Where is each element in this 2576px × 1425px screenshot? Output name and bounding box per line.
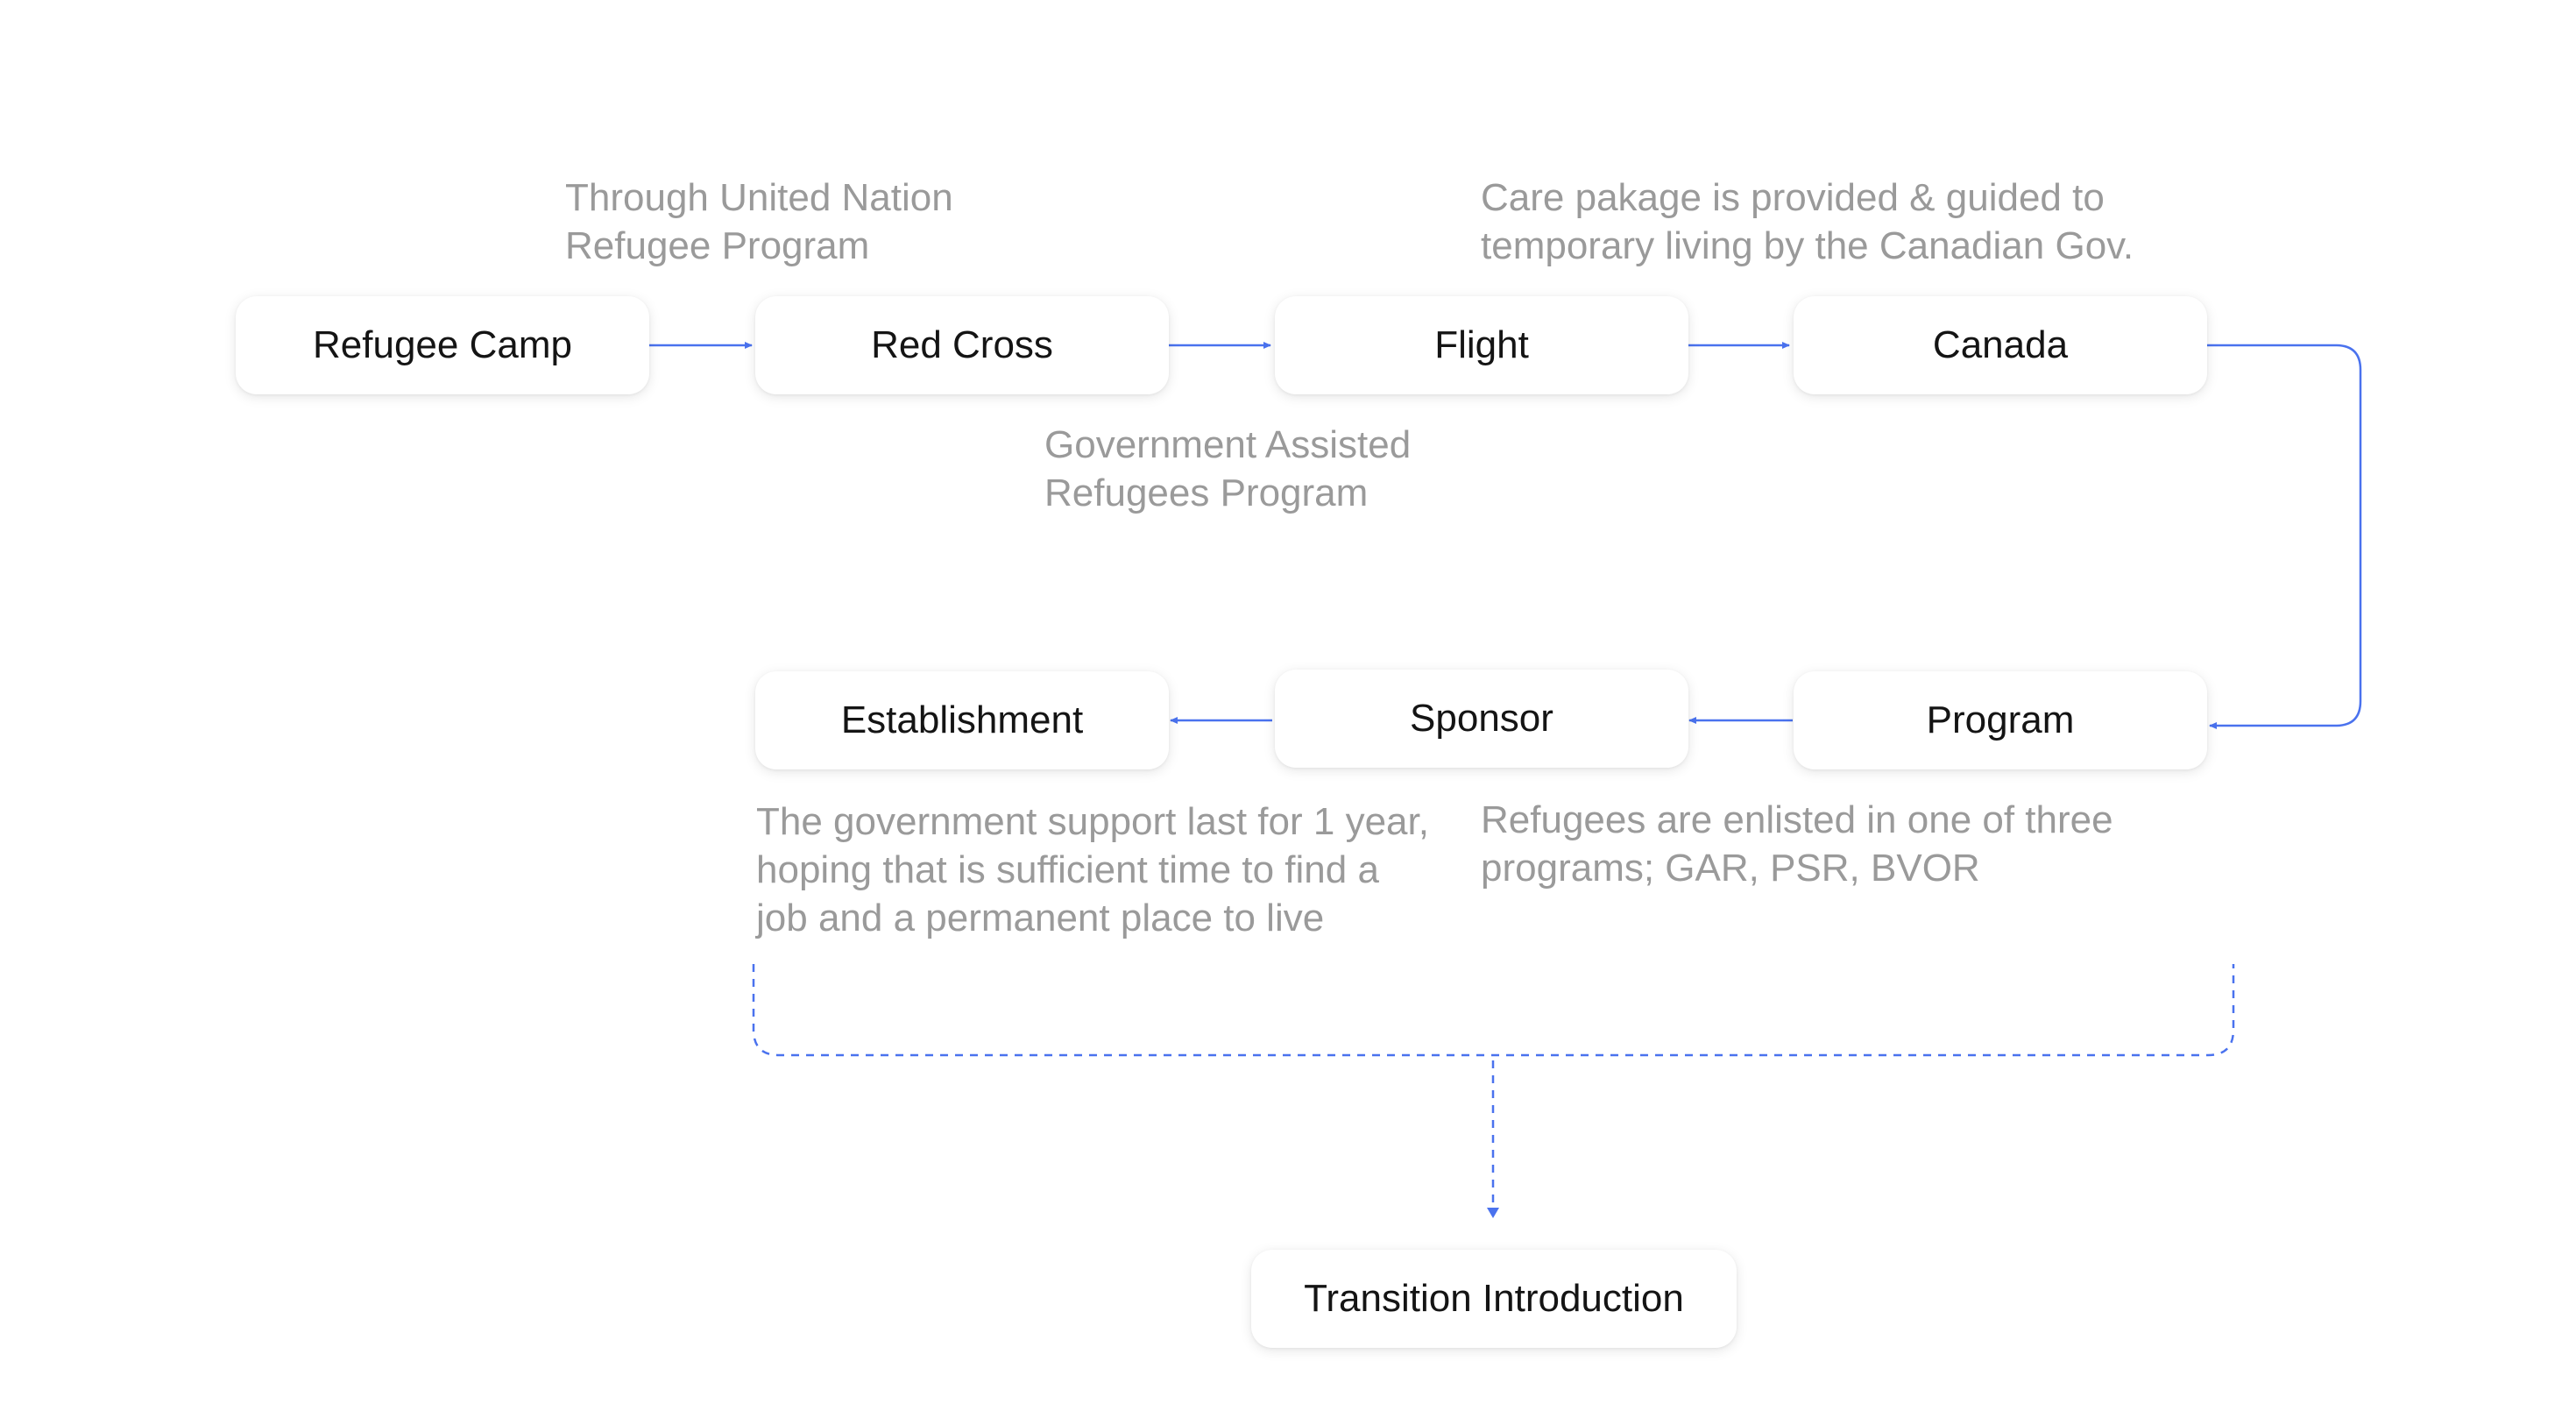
node-transition-introduction: Transition Introduction xyxy=(1251,1250,1737,1348)
node-refugee-camp: Refugee Camp xyxy=(236,296,649,394)
note-enlisted: Refugees are enlisted in one of three pr… xyxy=(1481,796,2113,892)
note-line: Care pakage is provided & guided to xyxy=(1481,176,2105,219)
node-establishment: Establishment xyxy=(755,671,1169,769)
note-support: The government support last for 1 year, … xyxy=(756,798,1429,942)
note-line: programs; GAR, PSR, BVOR xyxy=(1481,847,1980,890)
note-un-program: Through United Nation Refugee Program xyxy=(565,174,953,270)
note-line: Refugees are enlisted in one of three xyxy=(1481,798,2113,841)
dashed-arrow-head xyxy=(1487,1208,1499,1218)
node-program: Program xyxy=(1794,671,2207,769)
note-line: hoping that is sufficient time to find a xyxy=(756,848,1379,891)
node-red-cross: Red Cross xyxy=(755,296,1169,394)
note-line: Through United Nation xyxy=(565,176,953,219)
note-line: Refugee Program xyxy=(565,224,870,267)
dashed-bracket xyxy=(752,964,2235,1057)
note-line: Refugees Program xyxy=(1044,471,1369,514)
node-sponsor: Sponsor xyxy=(1275,670,1688,768)
note-line: temporary living by the Canadian Gov. xyxy=(1481,224,2134,267)
note-gar-program: Government Assisted Refugees Program xyxy=(1044,421,1411,517)
node-flight: Flight xyxy=(1275,296,1688,394)
note-line: Government Assisted xyxy=(1044,423,1412,466)
note-line: The government support last for 1 year, xyxy=(756,800,1429,843)
note-care-package: Care pakage is provided & guided to temp… xyxy=(1481,174,2134,270)
note-line: job and a permanent place to live xyxy=(756,897,1325,939)
node-canada: Canada xyxy=(1794,296,2207,394)
arrow-canada-to-program xyxy=(2206,344,2362,729)
